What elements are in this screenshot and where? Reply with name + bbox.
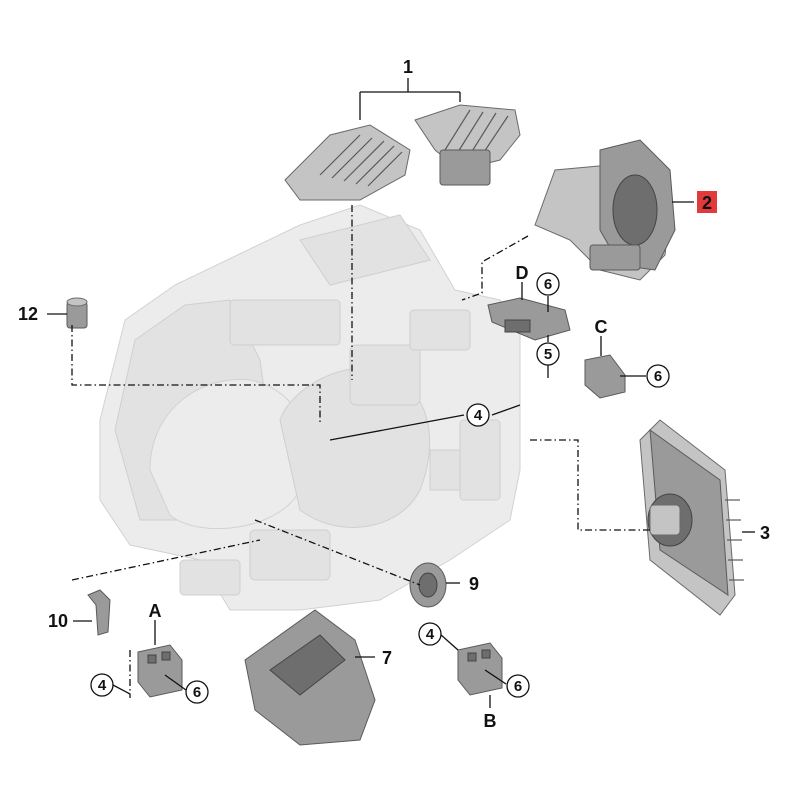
part-12-bulb-socket: [66, 297, 88, 329]
part-c-bracket: [584, 354, 626, 399]
callout-10: 10: [48, 611, 68, 631]
part-3-control-unit: [639, 419, 744, 616]
part-b-connector: [457, 642, 503, 696]
part-2-headlight-module: [534, 139, 676, 281]
callout-4-center: 4: [474, 407, 483, 424]
callout-labels: 1 2 3 12 10 A B C D 7 9 6 5 6 4 4 6 4 6: [18, 57, 770, 731]
callout-2-highlight: [697, 191, 717, 213]
leader-lines: [47, 78, 755, 708]
headlight-housing: [99, 204, 521, 611]
part-9-bulb-socket: [409, 562, 447, 608]
part-a-connector: [137, 644, 183, 698]
callout-12: 12: [18, 304, 38, 324]
callout-6-b: 6: [514, 678, 522, 695]
callout-6-d: 6: [544, 276, 552, 293]
callout-4-b: 4: [426, 626, 435, 643]
callout-5: 5: [544, 346, 552, 363]
callout-9: 9: [469, 574, 479, 594]
part-7-bracket: [244, 609, 376, 746]
callout-4-a: 4: [98, 677, 107, 694]
callout-6-c: 6: [654, 368, 662, 385]
callout-3: 3: [760, 523, 770, 543]
callout-b: B: [484, 711, 497, 731]
callout-c: C: [595, 317, 608, 337]
callout-2: 2: [702, 193, 712, 213]
part-10-clip: [87, 589, 111, 636]
callout-a: A: [149, 601, 162, 621]
callout-1: 1: [403, 57, 413, 77]
callout-d: D: [516, 263, 529, 283]
callout-7: 7: [382, 648, 392, 668]
part-d-bracket: [487, 297, 571, 341]
callout-6-a: 6: [193, 684, 201, 701]
part-1-led-modules: [284, 104, 521, 201]
